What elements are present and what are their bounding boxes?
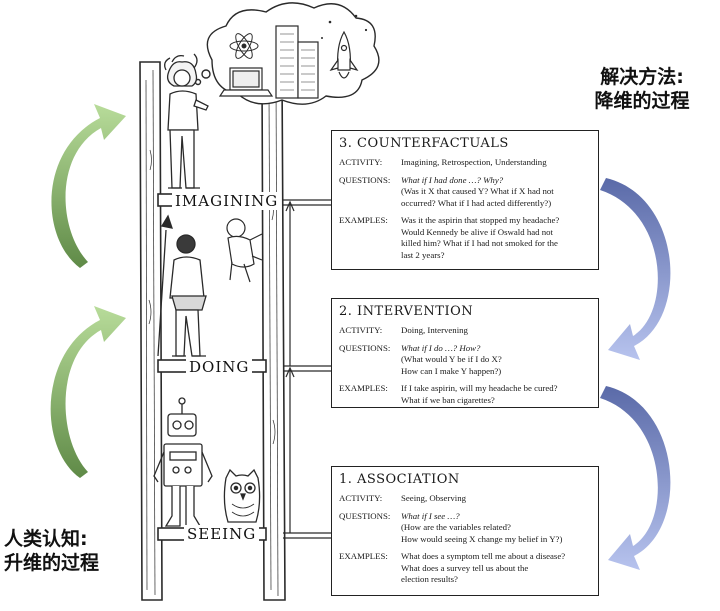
activity-key: ACTIVITY: (339, 157, 383, 167)
einstein-figure (164, 53, 209, 189)
activity-key: ACTIVITY: (339, 493, 383, 503)
questions-row: QUESTIONS: What if I had done …? Why? (W… (339, 175, 590, 210)
robot-figure (153, 397, 213, 527)
spear (157, 229, 167, 357)
baby-figure (226, 218, 263, 283)
rung-label-seeing: SEEING (184, 525, 260, 543)
examples-key: EXAMPLES: (339, 383, 388, 393)
atom-icon (229, 33, 259, 59)
questions-line: (What would Y be if I do X? (401, 354, 502, 364)
green-arrow-lower (50, 306, 126, 478)
questions-line: (Was it X that caused Y? What if X had n… (401, 186, 554, 196)
box-intervention: 2. INTERVENTION ACTIVITY: Doing, Interve… (331, 298, 599, 408)
activity-value: Imagining, Retrospection, Understanding (401, 157, 547, 167)
questions-line: (How are the variables related? (401, 522, 511, 532)
examples-line: If I take aspirin, will my headache be c… (401, 383, 558, 393)
left-caption-line-2: 升维的过程 (4, 551, 100, 574)
caveman-figure (157, 214, 207, 357)
rung-label-imagining: IMAGINING (172, 192, 282, 210)
right-caption: 解决方法: 降维的过程 (572, 66, 712, 114)
blue-arrow-upper (600, 178, 671, 360)
activity-row: ACTIVITY: Seeing, Observing (339, 493, 590, 505)
questions-value: What if I had done …? Why? (Was it X tha… (401, 175, 590, 210)
examples-row: EXAMPLES: If I take aspirin, will my hea… (339, 383, 590, 406)
left-rail (139, 61, 163, 601)
questions-key: QUESTIONS: (339, 174, 391, 185)
stars-icon (321, 14, 368, 39)
rocket-icon (329, 30, 359, 79)
green-arrows (50, 104, 126, 478)
examples-value: Was it the aspirin that stopped my heada… (401, 215, 590, 261)
right-caption-line-1: 解决方法: (600, 66, 684, 88)
activity-value: Doing, Intervening (401, 325, 468, 335)
questions-line: occurred? What if I had acted differentl… (401, 197, 552, 208)
right-rail (261, 73, 286, 601)
blue-arrow-lower (600, 386, 671, 570)
examples-value: What does a symptom tell me about a dise… (401, 551, 590, 586)
questions-line: How would seeing X change my belief in Y… (401, 533, 563, 544)
green-arrow-upper (51, 104, 126, 268)
activity-value: Seeing, Observing (401, 493, 466, 503)
box-title: 2. INTERVENTION (339, 304, 474, 319)
box-association: 1. ASSOCIATION ACTIVITY: Seeing, Observi… (331, 466, 599, 596)
box-counterfactuals: 3. COUNTERFACTUALS ACTIVITY: Imagining, … (331, 130, 599, 270)
examples-line: What if we ban cigarettes? (401, 394, 495, 405)
blue-arrows (600, 178, 671, 570)
examples-value: If I take aspirin, will my headache be c… (401, 383, 590, 406)
questions-value: What if I see …? (How are the variables … (401, 511, 590, 546)
questions-italic: What if I had done …? Why? (401, 174, 504, 185)
activity-row: ACTIVITY: Doing, Intervening (339, 325, 590, 337)
examples-key: EXAMPLES: (339, 215, 388, 225)
examples-line: Would Kennedy be alive if Oswald had not (401, 226, 553, 237)
examples-row: EXAMPLES: Was it the aspirin that stoppe… (339, 215, 590, 261)
laptop-icon (218, 67, 274, 97)
buildings-icon (275, 25, 319, 99)
left-caption-line-1: 人类认知: (4, 528, 88, 550)
questions-italic: What if I see …? (401, 510, 460, 521)
owl-figure (223, 468, 261, 523)
examples-row: EXAMPLES: What does a symptom tell me ab… (339, 551, 590, 586)
right-caption-line-2: 降维的过程 (594, 89, 690, 112)
thought-cloud (194, 2, 380, 105)
questions-key: QUESTIONS: (339, 342, 391, 353)
rung-label-doing: DOING (186, 358, 253, 376)
connectors (283, 199, 331, 539)
left-caption: 人类认知: 升维的过程 (4, 528, 144, 576)
questions-row: QUESTIONS: What if I see …? (How are the… (339, 511, 590, 546)
ladder (139, 61, 286, 601)
questions-italic: What if I do …? How? (401, 342, 481, 353)
box-title: 1. ASSOCIATION (339, 472, 460, 487)
examples-line: last 2 years? (401, 249, 445, 260)
activity-row: ACTIVITY: Imagining, Retrospection, Unde… (339, 157, 590, 169)
examples-line: Was it the aspirin that stopped my heada… (401, 215, 560, 225)
box-title: 3. COUNTERFACTUALS (339, 136, 509, 151)
examples-line: What does a symptom tell me about a dise… (401, 551, 566, 561)
examples-line: killed him? What if I had not smoked for… (401, 238, 558, 248)
questions-value: What if I do …? How? (What would Y be if… (401, 343, 590, 378)
examples-key: EXAMPLES: (339, 551, 388, 561)
questions-row: QUESTIONS: What if I do …? How? (What wo… (339, 343, 590, 378)
examples-line: What does a survey tell us about the (401, 562, 529, 573)
questions-key: QUESTIONS: (339, 510, 391, 521)
questions-line: How can I make Y happen?) (401, 365, 502, 376)
activity-key: ACTIVITY: (339, 325, 383, 335)
examples-line: election results? (401, 574, 458, 584)
